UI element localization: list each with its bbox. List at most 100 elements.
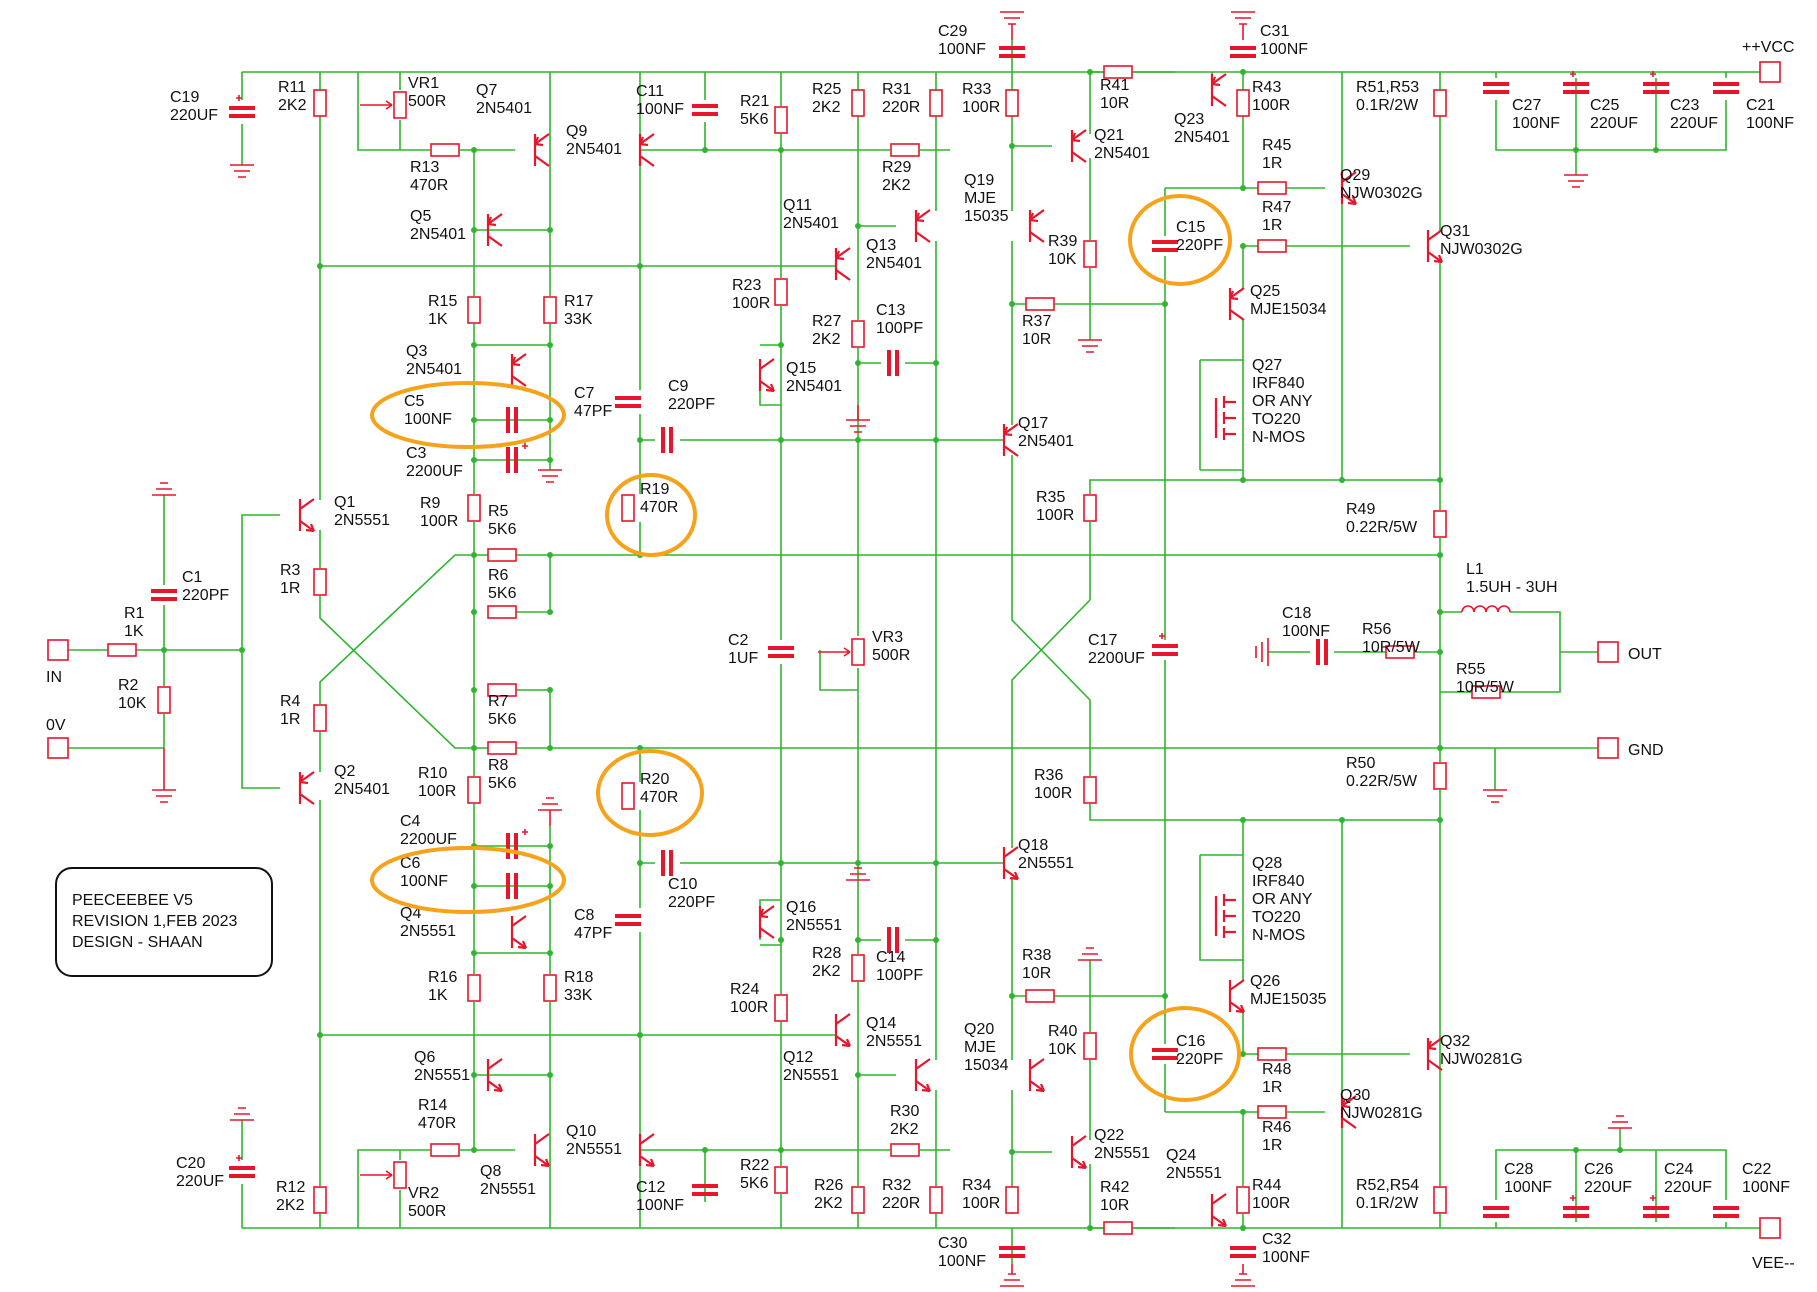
q2-symbol[interactable] [298, 771, 315, 805]
r17-symbol[interactable] [543, 296, 557, 324]
q7-symbol[interactable] [533, 133, 550, 167]
r7-symbol[interactable] [487, 683, 517, 697]
vr2-symbol[interactable] [360, 1161, 407, 1189]
q8-symbol[interactable] [533, 1133, 551, 1168]
c25-symbol[interactable] [1563, 71, 1589, 94]
r41-symbol[interactable] [1103, 65, 1133, 79]
r47-symbol[interactable] [1257, 239, 1287, 253]
c32-symbol[interactable] [1230, 1246, 1256, 1258]
q24-symbol[interactable] [1210, 1193, 1228, 1228]
c13-symbol[interactable] [887, 350, 899, 376]
q19-symbol[interactable] [1028, 209, 1045, 243]
r50-symbol[interactable] [1433, 762, 1447, 790]
r49-symbol[interactable] [1433, 510, 1447, 538]
r16-symbol[interactable] [467, 974, 481, 1002]
r21-symbol[interactable] [774, 106, 788, 134]
r56-symbol[interactable] [1385, 645, 1415, 659]
q22-symbol[interactable] [1070, 1135, 1088, 1170]
r51-symbol[interactable] [1433, 89, 1447, 117]
q3-symbol[interactable] [510, 353, 527, 387]
r24-symbol[interactable] [774, 994, 788, 1022]
q15-symbol[interactable] [758, 358, 776, 393]
q29-symbol[interactable] [1340, 171, 1358, 206]
q20-symbol[interactable] [1028, 1058, 1046, 1093]
c26-symbol[interactable] [1563, 1195, 1589, 1218]
c23-symbol[interactable] [1643, 71, 1669, 94]
r30-symbol[interactable] [890, 1143, 920, 1157]
zero-volt-terminal[interactable] [47, 737, 69, 759]
r45-symbol[interactable] [1257, 181, 1287, 195]
c18-symbol[interactable] [1316, 639, 1328, 665]
q27-symbol[interactable] [1214, 396, 1236, 440]
r8-symbol[interactable] [487, 741, 517, 755]
r55-symbol[interactable] [1471, 685, 1501, 699]
q14-symbol[interactable] [914, 1058, 932, 1093]
r37-symbol[interactable] [1025, 297, 1055, 311]
q30-symbol[interactable] [1340, 1095, 1357, 1129]
r33-symbol[interactable] [1005, 89, 1019, 117]
r29-symbol[interactable] [890, 143, 920, 157]
r15-symbol[interactable] [467, 296, 481, 324]
r44-symbol[interactable] [1236, 1186, 1250, 1214]
c8-symbol[interactable] [615, 914, 641, 926]
q5-symbol[interactable] [486, 213, 503, 247]
q31-symbol[interactable] [1426, 229, 1444, 264]
q21-symbol[interactable] [1070, 129, 1087, 163]
r48-symbol[interactable] [1257, 1047, 1287, 1061]
output-terminal[interactable] [1597, 641, 1619, 663]
q6-symbol[interactable] [486, 1058, 504, 1093]
r39-symbol[interactable] [1083, 240, 1097, 268]
c1-symbol[interactable] [151, 589, 177, 601]
r2-symbol[interactable] [157, 686, 171, 714]
c16-symbol[interactable] [1152, 1048, 1178, 1060]
q26-symbol[interactable] [1228, 979, 1246, 1014]
q17-symbol[interactable] [1002, 423, 1019, 457]
q13-symbol[interactable] [914, 209, 931, 243]
c29-symbol[interactable] [999, 46, 1025, 58]
r34-symbol[interactable] [1005, 1186, 1019, 1214]
c3-symbol[interactable] [506, 443, 528, 473]
c22-symbol[interactable] [1713, 1206, 1739, 1218]
q10-symbol[interactable] [638, 1133, 656, 1168]
c17-symbol[interactable] [1152, 633, 1178, 656]
c21-symbol[interactable] [1713, 82, 1739, 94]
q32-symbol[interactable] [1426, 1037, 1443, 1071]
c12-symbol[interactable] [692, 1184, 718, 1196]
r23-symbol[interactable] [774, 278, 788, 306]
r9-symbol[interactable] [467, 494, 481, 522]
c20-symbol[interactable] [229, 1155, 255, 1178]
c28-symbol[interactable] [1483, 1206, 1509, 1218]
c31-symbol[interactable] [1230, 46, 1256, 58]
r18-symbol[interactable] [543, 974, 557, 1002]
r3-symbol[interactable] [313, 568, 327, 596]
r27-symbol[interactable] [851, 320, 865, 348]
r36-symbol[interactable] [1083, 776, 1097, 804]
c27-symbol[interactable] [1483, 82, 1509, 94]
c4-symbol[interactable] [506, 829, 528, 859]
r38-symbol[interactable] [1025, 989, 1055, 1003]
vr1-symbol[interactable] [360, 91, 407, 119]
q28-symbol[interactable] [1214, 894, 1236, 938]
vee-terminal[interactable] [1759, 1217, 1781, 1239]
r35-symbol[interactable] [1083, 494, 1097, 522]
c15-symbol[interactable] [1152, 240, 1178, 252]
r46-symbol[interactable] [1257, 1105, 1287, 1119]
r26-symbol[interactable] [851, 1186, 865, 1214]
c11-symbol[interactable] [692, 104, 718, 116]
c30-symbol[interactable] [999, 1246, 1025, 1258]
q11-symbol[interactable] [834, 247, 851, 281]
r40-symbol[interactable] [1083, 1032, 1097, 1060]
r19-symbol[interactable] [621, 494, 635, 522]
c14-symbol[interactable] [887, 927, 899, 953]
r22-symbol[interactable] [774, 1166, 788, 1194]
ground-terminal[interactable] [1597, 737, 1619, 759]
r42-symbol[interactable] [1103, 1221, 1133, 1235]
q23-symbol[interactable] [1210, 73, 1227, 107]
c10-symbol[interactable] [661, 850, 673, 876]
r28-symbol[interactable] [851, 954, 865, 982]
q25-symbol[interactable] [1228, 287, 1245, 321]
q4-symbol[interactable] [510, 915, 528, 950]
c24-symbol[interactable] [1643, 1195, 1669, 1218]
r25-symbol[interactable] [851, 89, 865, 117]
c6-symbol[interactable] [506, 873, 518, 899]
